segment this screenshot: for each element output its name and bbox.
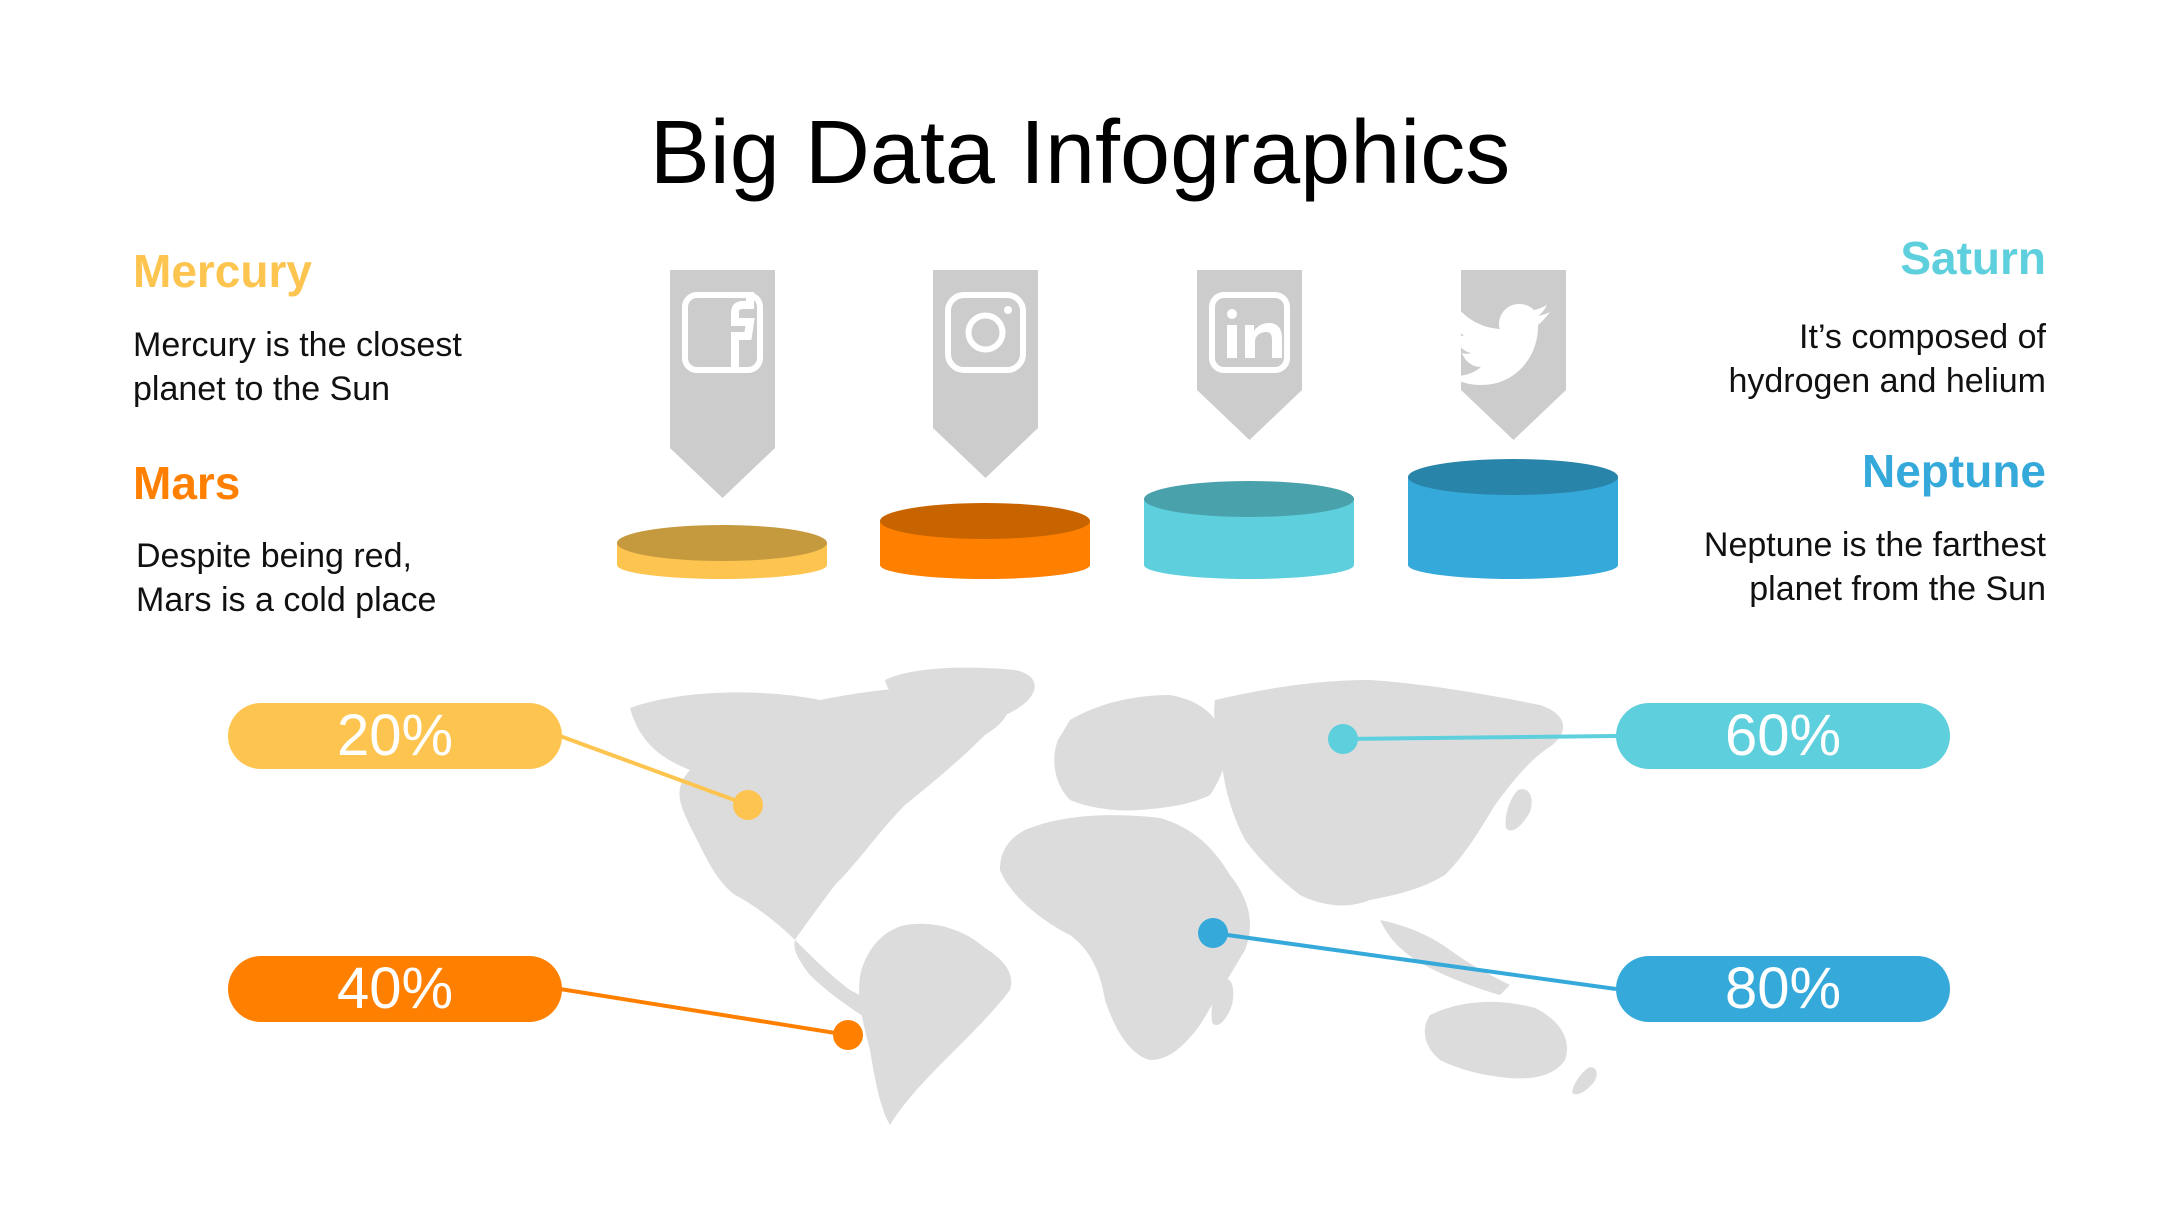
cylinder-saturn — [1144, 481, 1354, 579]
map-dot-neptune — [1198, 918, 1228, 948]
linkedin-icon — [1209, 292, 1290, 373]
connector-line-mercury — [559, 734, 749, 807]
cylinder-body-saturn — [1144, 499, 1354, 579]
mercury-description: Mercury is the closest planet to the Sun — [133, 323, 462, 411]
map-southeast-asia — [1380, 920, 1510, 995]
cylinder-top-mercury — [617, 525, 827, 561]
map-africa — [1000, 815, 1250, 1060]
arrow-instagram — [933, 270, 1038, 478]
mars-heading: Mars — [133, 457, 241, 509]
cylinder-mercury — [617, 525, 827, 579]
mercury-description-line-1: Mercury is the closest — [133, 326, 462, 364]
mars-description-line-1: Despite being red, — [136, 537, 412, 575]
neptune-description-line-1: Neptune is the farthest — [1703, 526, 2046, 564]
neptune-heading: Neptune — [1862, 445, 2046, 497]
cylinder-neptune — [1408, 459, 1618, 579]
neptune-description-line-2: planet from the Sun — [1749, 570, 2046, 608]
mars-description-line-2: Mars is a cold place — [136, 581, 437, 619]
connector-line-mars — [559, 987, 849, 1037]
map-dot-saturn — [1328, 724, 1358, 754]
cylinder-top-mars — [880, 503, 1090, 539]
map-south-america — [859, 923, 1012, 1125]
map-japan — [1505, 789, 1532, 831]
neptune-percent-pill: 80% — [1616, 956, 1950, 1022]
map-europe — [1054, 695, 1227, 811]
saturn-description-line-1: It’s composed of — [1799, 318, 2046, 356]
mercury-percent-pill: 20% — [228, 703, 562, 769]
neptune-description: Neptune is the farthest planet from the … — [1704, 523, 2046, 611]
mars-description: Despite being red, Mars is a cold place — [136, 534, 436, 622]
cylinder-top-neptune — [1408, 459, 1618, 495]
cylinders — [617, 459, 1618, 579]
connectors — [559, 724, 1617, 1050]
map-dot-mars — [833, 1020, 863, 1050]
connector-line-neptune — [1212, 931, 1617, 991]
map-north-america — [630, 686, 1009, 940]
map-dot-mercury — [733, 790, 763, 820]
mercury-description-line-2: planet to the Sun — [133, 370, 391, 408]
facebook-icon — [682, 292, 763, 373]
mars-percent-pill: 40% — [228, 956, 562, 1022]
twitter-icon — [1450, 304, 1550, 385]
mercury-heading: Mercury — [133, 245, 312, 297]
map-asia — [1214, 680, 1564, 906]
cylinder-top-saturn — [1144, 481, 1354, 517]
saturn-percent-pill: 60% — [1616, 703, 1950, 769]
saturn-description: It’s composed of hydrogen and helium — [1728, 315, 2046, 403]
map-greenland — [885, 667, 1035, 732]
map-australia — [1424, 1001, 1567, 1079]
connector-line-saturn — [1342, 734, 1617, 741]
instagram-icon — [945, 292, 1026, 373]
saturn-description-line-2: hydrogen and helium — [1728, 362, 2046, 400]
map-new-zealand — [1572, 1067, 1597, 1095]
cylinder-body-neptune — [1408, 477, 1618, 579]
saturn-heading: Saturn — [1900, 232, 2046, 284]
map-madagascar — [1211, 978, 1234, 1026]
page-title: Big Data Infographics — [649, 103, 1511, 203]
cylinder-mars — [880, 503, 1090, 579]
